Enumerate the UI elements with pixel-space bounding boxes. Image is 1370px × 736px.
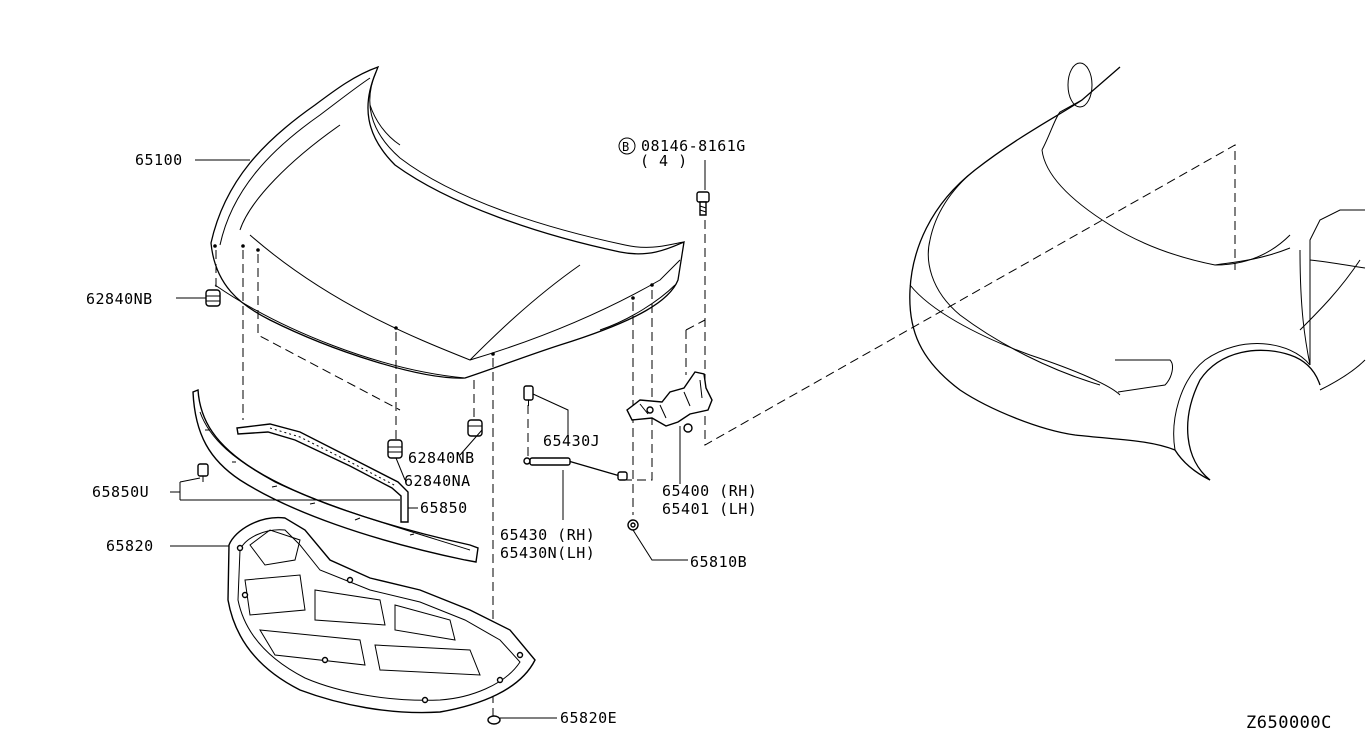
- bumper-rubber-62840na: [387, 439, 403, 459]
- bumper-rubber-62840nb-left: [205, 289, 221, 307]
- label-65820e: 65820E: [560, 709, 617, 727]
- label-62840nb-left: 62840NB: [86, 290, 153, 308]
- label-65850: 65850: [420, 499, 468, 517]
- hood-hinge: [626, 371, 713, 433]
- label-65430j: 65430J: [543, 432, 600, 450]
- bolt: [696, 191, 710, 216]
- part-labels: 65100 62840NB 62840NB 62840NA 08146-8161…: [86, 137, 1332, 733]
- bolt-symbol-letter: B: [622, 140, 630, 154]
- diagram-code: Z650000C: [1246, 713, 1332, 733]
- label-65820: 65820: [106, 537, 154, 555]
- label-65430-rh: 65430 (RH): [500, 526, 595, 544]
- label-bolt: 08146-8161G: [641, 137, 746, 155]
- stay-clip-65430j: [523, 385, 534, 406]
- label-65100: 65100: [135, 151, 183, 169]
- hood-stay: [523, 457, 628, 481]
- label-65810b: 65810B: [690, 553, 747, 571]
- vehicle-outline: [909, 62, 1366, 481]
- label-65430n-lh: 65430N(LH): [500, 544, 595, 562]
- hood-seal: [236, 423, 409, 523]
- clip-65820e: [487, 715, 501, 725]
- leader-lines: [170, 159, 706, 719]
- label-65400-rh: 65400 (RH): [662, 482, 757, 500]
- hood-panel: [210, 65, 685, 379]
- label-bolt-qty: ( 4 ): [640, 152, 688, 170]
- bumper-rubber-62840nb-right: [467, 419, 483, 437]
- label-65850u: 65850U: [92, 483, 149, 501]
- clip-65850u: [197, 463, 209, 482]
- label-62840nb-right: 62840NB: [408, 449, 475, 467]
- bolt-symbol: B: [618, 137, 636, 155]
- hood-insulator: [227, 516, 536, 714]
- front-seal: [192, 388, 479, 563]
- label-65401-lh: 65401 (LH): [662, 500, 757, 518]
- grommet-65810b: [627, 519, 639, 531]
- label-62840na: 62840NA: [404, 472, 471, 490]
